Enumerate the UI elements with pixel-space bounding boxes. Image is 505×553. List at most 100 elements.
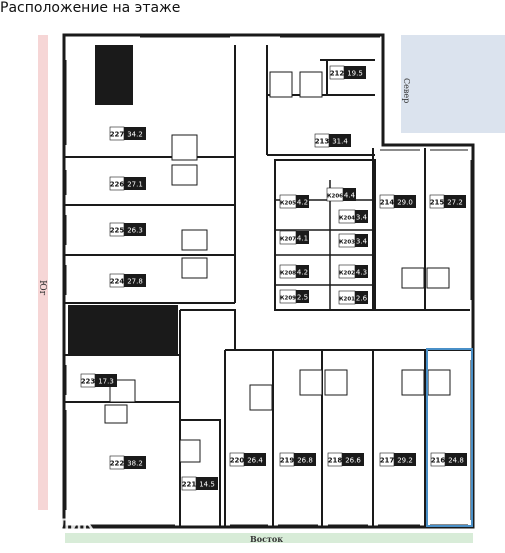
unit-area: 3.4	[356, 214, 368, 222]
unit-number: К206	[327, 194, 343, 200]
unit-area-box	[124, 274, 146, 287]
unit-area-box	[342, 453, 364, 466]
unit-number: 219	[280, 457, 295, 465]
unit-number: 215	[430, 199, 445, 207]
unit-area-box	[296, 290, 309, 303]
south-strip	[38, 35, 48, 510]
unit-area: 4.3	[356, 269, 367, 277]
unit-area: 29.0	[397, 199, 413, 207]
unit-area-box	[344, 66, 366, 79]
unit-area-box	[394, 195, 416, 208]
unit-area-box	[124, 177, 146, 190]
unit-area-box	[355, 234, 368, 247]
unit-area-box	[294, 453, 316, 466]
unit-number: К202	[339, 271, 355, 277]
compass-east: Восток	[250, 534, 283, 544]
unit-area: 26.3	[127, 227, 143, 235]
unit-number: 220	[230, 457, 245, 465]
unit-number: К208	[280, 271, 296, 277]
unit-area-box	[355, 210, 368, 223]
north-strip-inner	[401, 35, 411, 125]
unit-number: 213	[315, 138, 330, 146]
unit-area: 14.5	[199, 481, 215, 489]
unit-number: К204	[339, 216, 355, 222]
unit-number: К205	[280, 201, 296, 207]
unit-area-box	[196, 477, 218, 490]
unit-number: 227	[110, 131, 125, 139]
unit-area: 34.2	[127, 131, 143, 139]
unit-area: 27.8	[127, 278, 143, 286]
unit-area: 19.5	[347, 70, 363, 78]
unit-area: 38.2	[127, 460, 143, 468]
unit-number: 224	[110, 278, 125, 286]
unit-number: 225	[110, 227, 125, 235]
unit-number: 221	[182, 481, 197, 489]
walls	[62, 33, 475, 529]
unit-area-box	[296, 231, 309, 244]
unit-area-box	[296, 195, 309, 208]
unit-number: К201	[339, 297, 355, 303]
unit-area: 29.2	[397, 457, 413, 465]
domclick-watermark: ДОМКЛИК	[6, 517, 95, 533]
unit-area-box	[394, 453, 416, 466]
unit-number: 217	[380, 457, 395, 465]
east-strip	[65, 533, 473, 543]
unit-area: 27.2	[447, 199, 463, 207]
unit-area-box	[355, 265, 368, 278]
unit-number: К203	[339, 240, 355, 246]
unit-area: 2.5	[297, 294, 308, 302]
unit-area-box	[445, 453, 467, 466]
unit-area-box	[244, 453, 266, 466]
unit-area-box	[124, 223, 146, 236]
unit-area-box	[296, 265, 309, 278]
page-title: Расположение на этаже	[0, 0, 181, 16]
unit-area: 2.6	[356, 295, 368, 303]
unit-area: 26.8	[297, 457, 313, 465]
bathrooms	[104, 71, 451, 463]
unit-area-box	[124, 127, 146, 140]
windows	[65, 36, 472, 526]
unit-area: 3.4	[356, 238, 368, 246]
compass-north: Север	[402, 78, 411, 103]
unit-area: 24.8	[448, 457, 464, 465]
unit-number: 222	[110, 460, 125, 468]
unit-area-box	[444, 195, 466, 208]
unit-area: 17.3	[98, 378, 114, 386]
unit-area-box	[343, 188, 356, 201]
unit-area-box	[329, 134, 351, 147]
unit-number: К209	[280, 296, 296, 302]
elevator-core-top	[95, 45, 133, 105]
unit-area: 26.6	[345, 457, 361, 465]
selected-unit-outline	[426, 348, 473, 527]
north-strip	[401, 35, 505, 133]
unit-area: 4.2	[297, 269, 308, 277]
unit-area-box	[355, 291, 368, 304]
unit-area: 4.2	[297, 199, 308, 207]
